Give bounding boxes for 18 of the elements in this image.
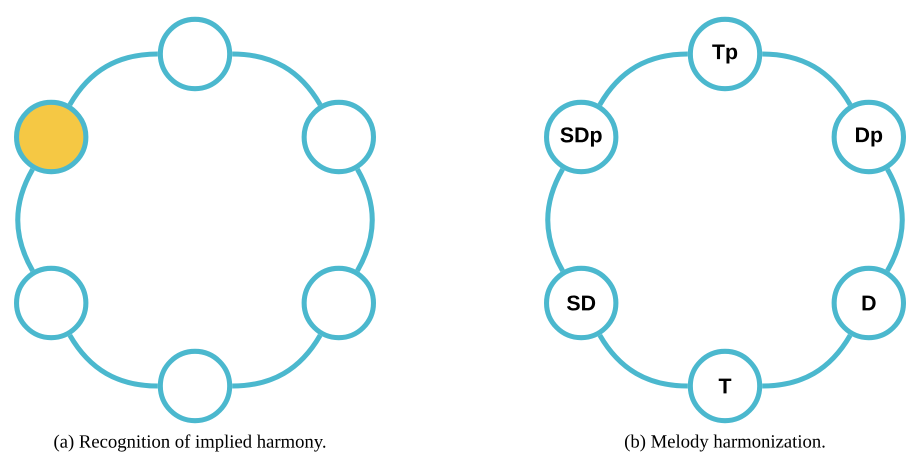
ring-arc — [762, 334, 852, 389]
ring-arc — [762, 51, 852, 106]
ring-arc — [15, 168, 35, 272]
ring-arc — [68, 334, 158, 389]
ring-arc — [545, 168, 565, 272]
ring-arc — [598, 334, 688, 389]
empty-circle — [158, 16, 232, 92]
empty-circle — [302, 266, 376, 340]
empty-circle — [302, 100, 376, 174]
empty-circle — [158, 348, 232, 424]
ring-arc — [885, 168, 905, 272]
ring-arc — [232, 334, 322, 389]
ring-arc — [68, 51, 158, 106]
ring-arc — [598, 51, 688, 106]
ring-arc — [232, 51, 322, 106]
empty-circle — [14, 266, 88, 340]
filled-circle — [14, 100, 88, 174]
ring-arc — [355, 168, 375, 272]
